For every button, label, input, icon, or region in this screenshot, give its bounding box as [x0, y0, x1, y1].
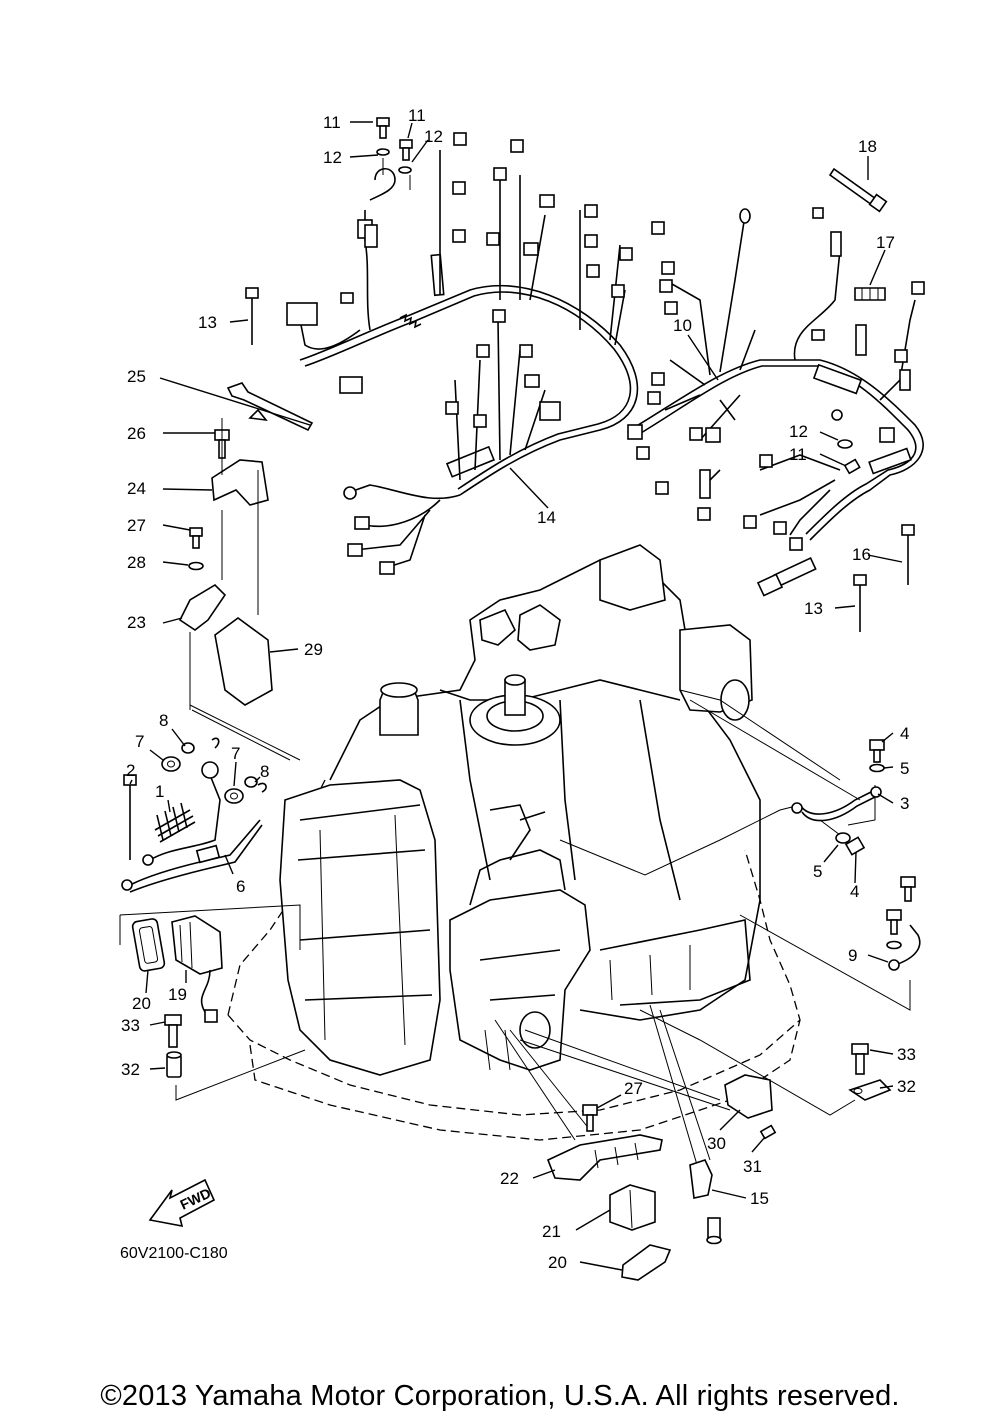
- clamp-17: [854, 287, 886, 301]
- bracket-assembly-left: [178, 382, 314, 710]
- callout-6: 6: [236, 877, 245, 896]
- callout-4: 4: [850, 882, 859, 901]
- callout-33: 33: [897, 1045, 916, 1064]
- callout-20: 20: [132, 994, 151, 1013]
- clip-16: [901, 524, 915, 585]
- callout-leaders: [129, 121, 903, 1271]
- callout-7: 7: [231, 744, 240, 763]
- callout-26: 26: [127, 424, 146, 443]
- callout-12: 12: [424, 127, 443, 146]
- assembly-leader-lines: [119, 689, 911, 1176]
- bolt-collar-33-32-left: [164, 1014, 182, 1078]
- callout-17: 17: [876, 233, 895, 252]
- callout-30: 30: [707, 1134, 726, 1153]
- callout-8: 8: [159, 711, 168, 730]
- callout-33: 33: [121, 1016, 140, 1035]
- callout-32: 32: [121, 1060, 140, 1079]
- callout-5: 5: [813, 862, 822, 881]
- engine-block: [227, 544, 801, 1141]
- clip-13-lower: [853, 574, 867, 632]
- callout-11: 11: [323, 113, 341, 132]
- callout-15: 15: [750, 1189, 769, 1208]
- callout-11: 11: [408, 106, 426, 125]
- cable-assembly-6: [121, 737, 267, 893]
- bolt-washer-right: [831, 409, 861, 475]
- callout-21: 21: [542, 1222, 561, 1241]
- callout-27: 27: [127, 516, 146, 535]
- callout-16: 16: [852, 545, 871, 564]
- relay-21: [609, 1184, 656, 1231]
- callout-12: 12: [789, 422, 808, 441]
- callout-2: 2: [126, 761, 135, 780]
- callout-20: 20: [548, 1253, 567, 1272]
- callout-1: 1: [155, 782, 164, 801]
- callout-8: 8: [260, 762, 269, 781]
- callout-25: 25: [127, 367, 146, 386]
- callout-22: 22: [500, 1169, 519, 1188]
- sensor-19: [171, 915, 223, 1023]
- callout-32: 32: [897, 1077, 916, 1096]
- callout-13: 13: [198, 313, 217, 332]
- clip-2: [123, 774, 137, 860]
- callout-11: 11: [789, 445, 807, 464]
- callout-27: 27: [624, 1079, 643, 1098]
- wire-harness-10: [627, 207, 925, 597]
- drawing-code: 60V2100-C180: [120, 1245, 228, 1262]
- gasket-20-bottom: [621, 1244, 672, 1281]
- callout-29: 29: [304, 640, 323, 659]
- bolt-plate-33-32-right: [848, 1043, 892, 1101]
- callout-7: 7: [135, 732, 144, 751]
- callout-23: 23: [127, 613, 146, 632]
- callout-13: 13: [804, 599, 823, 618]
- callout-4: 4: [900, 724, 909, 743]
- clip-13-upper: [245, 287, 259, 345]
- wire-harness-14: [286, 132, 639, 575]
- callout-14: 14: [537, 508, 556, 527]
- callout-5: 5: [900, 759, 909, 778]
- callout-labels: 11 11 12 12 18 17 13 10 25 26 12 11 24 1…: [121, 106, 916, 1272]
- copyright-notice: ©2013 Yamaha Motor Corporation, U.S.A. A…: [100, 1380, 900, 1412]
- spring-1: [154, 802, 196, 843]
- forward-arrow: FWD: [148, 1178, 216, 1228]
- clamp-15: [689, 1159, 722, 1245]
- callout-18: 18: [858, 137, 877, 156]
- callout-3: 3: [900, 794, 909, 813]
- ground-lead-9: [886, 876, 921, 971]
- callout-9: 9: [848, 946, 857, 965]
- sensor-30: [724, 1074, 777, 1140]
- gasket-20-left: [131, 918, 166, 972]
- callout-31: 31: [743, 1157, 762, 1176]
- cable-tie-18: [828, 167, 888, 213]
- bracket-22: [546, 1104, 663, 1181]
- callout-28: 28: [127, 553, 146, 572]
- callout-12: 12: [323, 148, 342, 167]
- bolts-washers-top: [364, 117, 413, 248]
- callout-19: 19: [168, 985, 187, 1004]
- callout-10: 10: [673, 316, 692, 335]
- callout-24: 24: [127, 479, 146, 498]
